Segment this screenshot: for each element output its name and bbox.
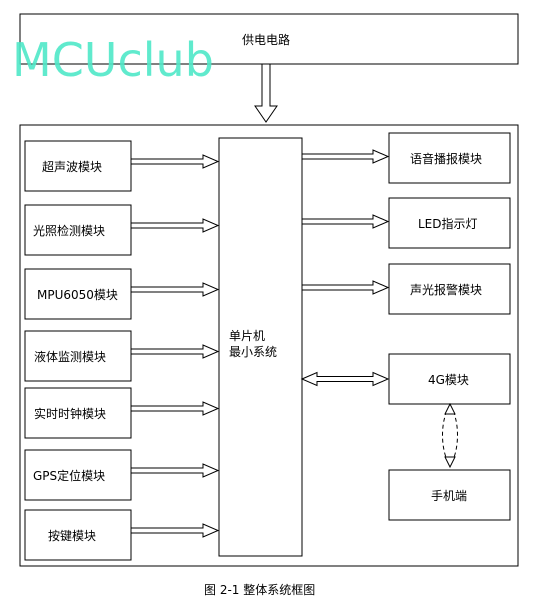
mcu-box <box>218 137 303 557</box>
input-module-5: GPS定位模块 <box>24 449 220 501</box>
phone-label: 手机端 <box>431 489 467 503</box>
input-box <box>24 330 132 382</box>
input-box <box>24 140 132 192</box>
phone-box <box>388 469 511 521</box>
mcu-label-line1: 单片机 <box>229 329 265 343</box>
wireless-link <box>442 402 458 469</box>
output-arrow <box>301 149 390 164</box>
wireless-arrow-down <box>444 456 456 469</box>
bidirectional-arrow <box>300 371 390 387</box>
input-module-3: 液体监测模块 <box>24 330 220 382</box>
input-arrow <box>130 401 220 416</box>
input-label: 实时时钟模块 <box>34 406 106 421</box>
output-label: 声光报警模块 <box>410 282 482 297</box>
output-module-0: 语音播报模块 <box>301 132 511 184</box>
input-module-1: 光照检测模块 <box>24 204 220 256</box>
output-box <box>388 263 511 315</box>
input-box <box>24 268 132 320</box>
output-box <box>388 132 511 184</box>
input-box <box>24 204 132 256</box>
mcu-label-line2: 最小系统 <box>229 345 277 359</box>
output-module-3: 4G模块 <box>300 353 511 405</box>
input-arrow <box>130 523 220 538</box>
input-label: 超声波模块 <box>42 159 102 174</box>
input-label: GPS定位模块 <box>33 468 105 483</box>
input-arrow <box>130 282 220 297</box>
power-label: 供电电路 <box>242 32 290 47</box>
output-label: 语音播报模块 <box>410 151 482 166</box>
output-arrow <box>301 280 390 295</box>
input-box <box>24 449 132 501</box>
input-box <box>24 387 132 439</box>
figure-caption: 图 2-1 整体系统框图 <box>204 582 315 597</box>
input-module-6: 按键模块 <box>24 509 220 561</box>
system-frame <box>19 124 519 567</box>
input-box <box>24 509 132 561</box>
input-arrow <box>130 218 220 233</box>
input-arrow <box>130 344 220 359</box>
input-module-2: MPU6050模块 <box>24 268 220 320</box>
output-box <box>388 353 511 405</box>
input-module-0: 超声波模块 <box>24 140 220 192</box>
power-arrow <box>254 63 278 123</box>
wireless-arrow-up <box>444 402 456 415</box>
output-module-2: 声光报警模块 <box>301 263 511 315</box>
watermark-logo: MCUclub <box>12 33 214 87</box>
input-label: MPU6050模块 <box>37 288 118 302</box>
input-label: 按键模块 <box>48 529 96 543</box>
input-module-4: 实时时钟模块 <box>24 387 220 439</box>
input-arrow <box>130 154 220 169</box>
power-box <box>19 13 519 65</box>
output-box <box>388 197 511 249</box>
output-label: 4G模块 <box>428 373 469 387</box>
input-label: 光照检测模块 <box>33 223 105 238</box>
input-label: 液体监测模块 <box>34 349 106 364</box>
output-label: LED指示灯 <box>418 216 478 231</box>
output-module-1: LED指示灯 <box>301 197 511 249</box>
input-arrow <box>130 463 220 478</box>
output-arrow <box>301 214 390 229</box>
